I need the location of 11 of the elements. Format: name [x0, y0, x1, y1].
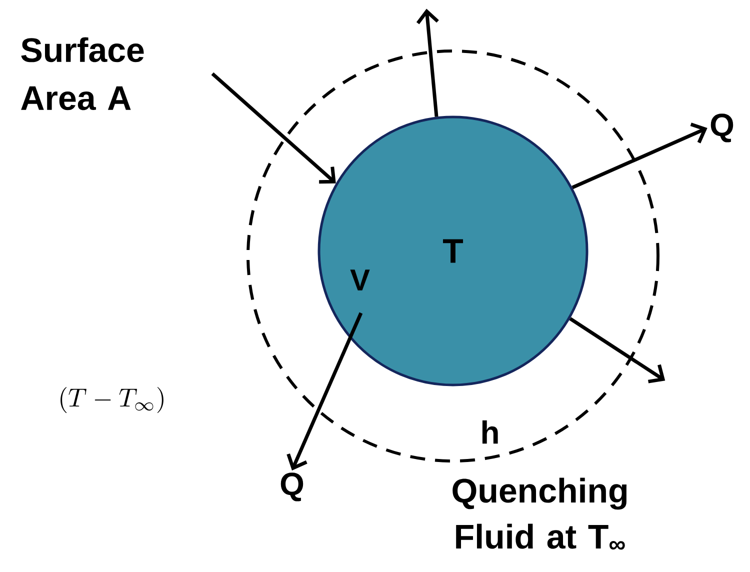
arrow — [416, 8, 439, 117]
formula: $(T - T_{\infty})$ — [60, 386, 164, 413]
coefficient-label: h — [482, 420, 498, 444]
fluid-label: Quenching Fluid at T$_{∞}$ — [452, 478, 627, 550]
arrow — [569, 317, 666, 384]
arrow — [211, 72, 336, 184]
arrow — [286, 312, 363, 470]
heat-flow-label: Q — [280, 472, 304, 502]
area-label: Surface Area A — [21, 37, 144, 110]
arrow — [572, 122, 708, 190]
heat-flow-label: Q — [710, 114, 734, 142]
